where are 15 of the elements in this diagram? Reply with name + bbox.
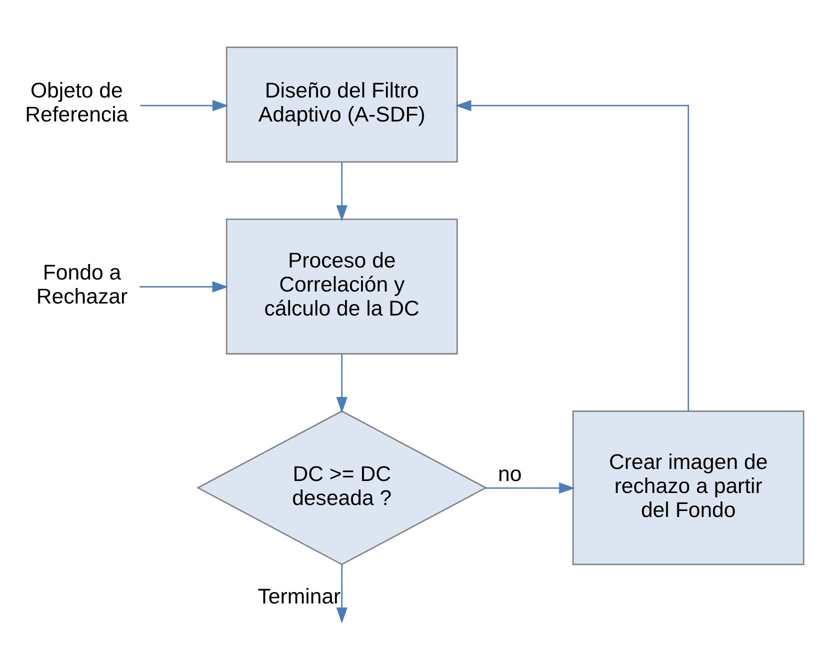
edge-label: no xyxy=(498,462,522,486)
arrow xyxy=(140,281,228,292)
arrow xyxy=(336,564,348,624)
arrow xyxy=(485,482,576,494)
arrow xyxy=(455,100,690,411)
node-box: Diseño del Filtro Adaptivo (A-SDF) xyxy=(226,46,458,163)
arrow xyxy=(336,162,348,222)
node-box: Crear imagen de rechazo a partir del Fondo xyxy=(572,410,804,566)
node-text: Objeto de Referencia xyxy=(25,78,128,127)
node-box: Proceso de Correlación y cálculo de la DC xyxy=(226,218,458,355)
node-diamond: DC >= DC deseada ? xyxy=(196,410,488,566)
arrow xyxy=(336,354,348,414)
edge-label: Terminar xyxy=(258,584,341,608)
node-text: Fondo a Rechazar xyxy=(36,260,128,309)
arrow xyxy=(140,100,228,112)
